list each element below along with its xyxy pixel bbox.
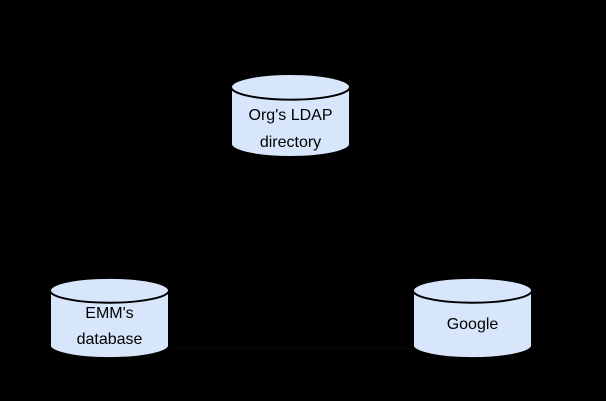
node-label: Org's LDAP directory (230, 102, 351, 156)
node-label-line: Org's LDAP (248, 107, 333, 124)
emm-to-google-connector-line (170, 348, 412, 349)
node-emm-database: EMM's database (49, 277, 170, 359)
node-google: Google (412, 277, 533, 359)
database-cylinder-icon (49, 277, 170, 359)
node-label: Google (412, 312, 533, 338)
node-org-ldap-directory: Org's LDAP directory (230, 73, 351, 158)
node-label-line: Google (446, 316, 499, 333)
node-label-line: EMM's (85, 305, 134, 322)
node-label: EMM's database (49, 301, 170, 353)
database-cylinder-icon (412, 277, 533, 359)
node-label-line: database (76, 331, 143, 348)
node-label-line: directory (259, 134, 322, 151)
database-cylinder-icon (230, 73, 351, 158)
